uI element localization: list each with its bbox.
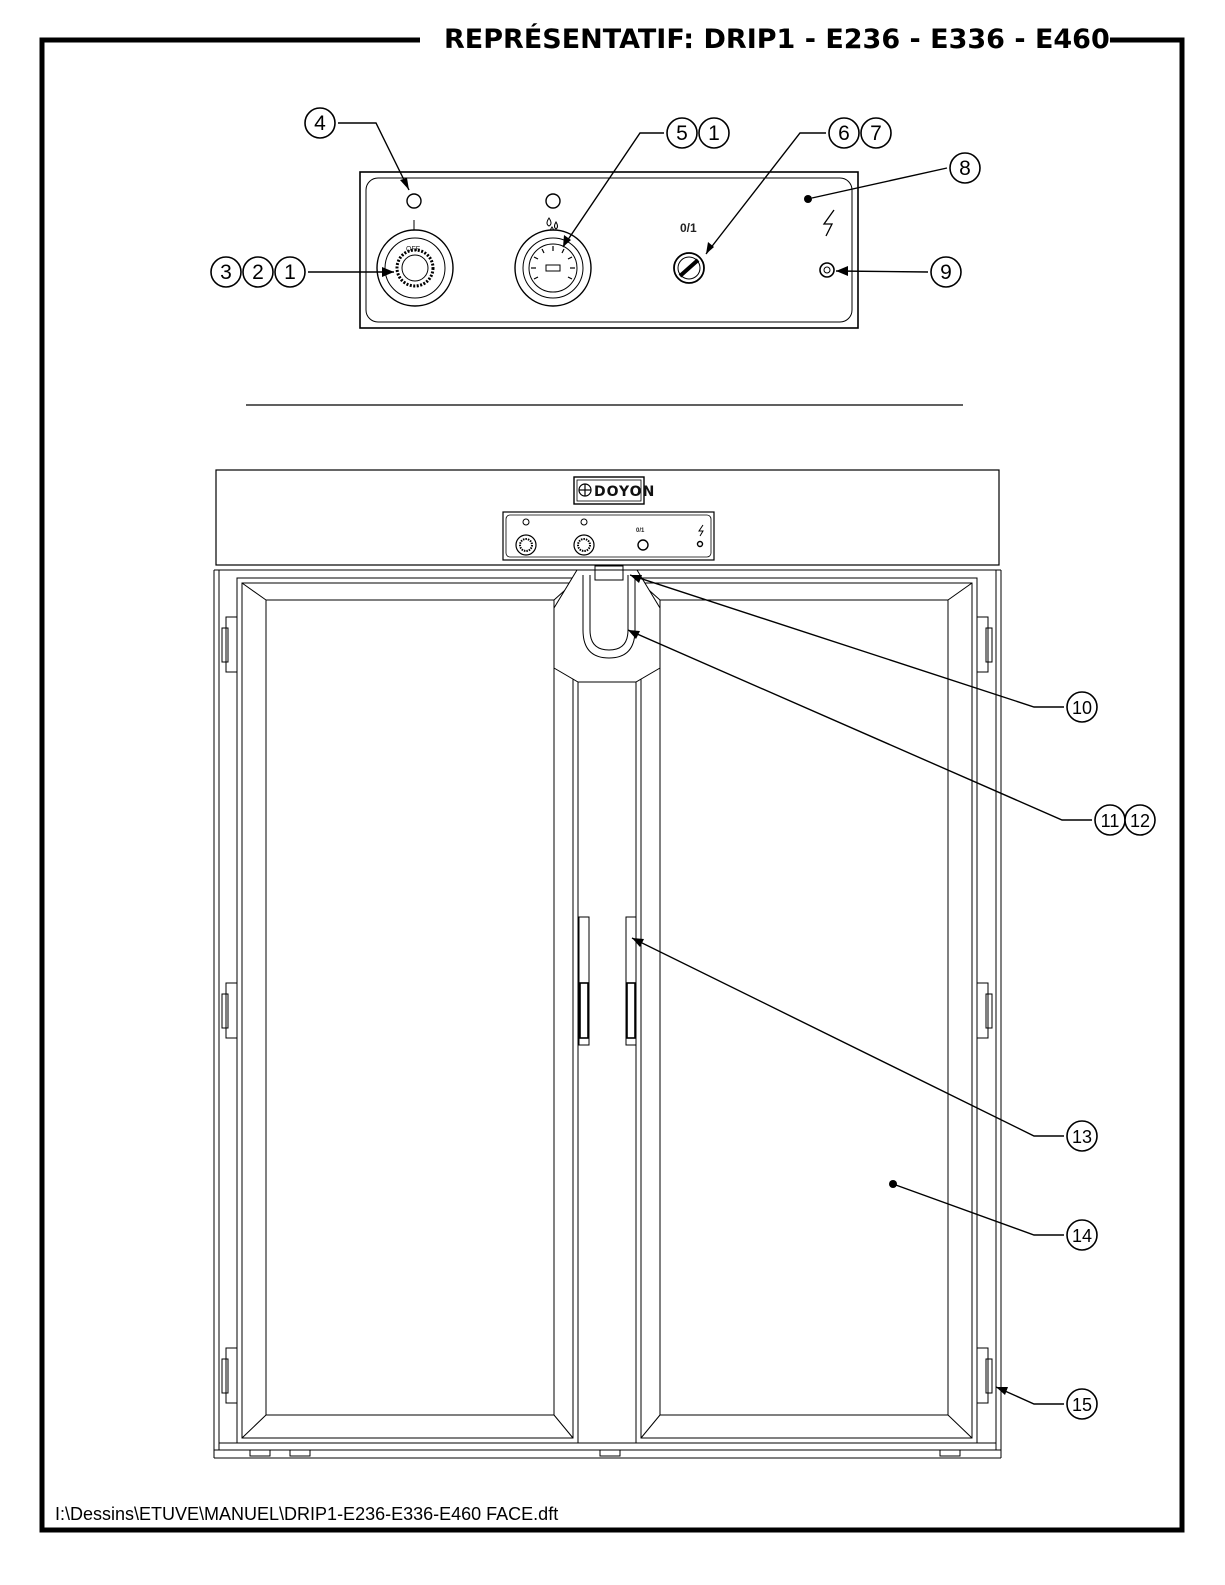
door-handles[interactable]: [579, 917, 636, 1045]
callout-3: 3: [220, 261, 232, 284]
left-door[interactable]: [237, 578, 578, 1443]
humidity-dial[interactable]: [515, 230, 591, 306]
hinges-right: [977, 617, 992, 1403]
callout-14: 14: [1072, 1226, 1092, 1246]
door-surface-marker: [889, 1180, 897, 1188]
switch-label: 0/1: [680, 221, 697, 235]
indicator-light-left: [407, 194, 421, 208]
callout-4: 4: [314, 112, 326, 135]
callout-2: 2: [252, 261, 264, 284]
data-plate-marker: [804, 195, 812, 203]
power-switch[interactable]: [674, 253, 704, 283]
water-reservoir: [554, 566, 660, 682]
temperature-dial[interactable]: OFF: [377, 230, 453, 306]
callout-1b: 1: [708, 122, 720, 145]
callout-9: 9: [940, 261, 952, 284]
callout-12: 12: [1130, 811, 1150, 831]
mini-switch-label: 0/1: [636, 528, 645, 534]
callout-10: 10: [1072, 698, 1092, 718]
callout-6: 6: [838, 122, 850, 145]
arrowheads: [382, 178, 1008, 1395]
control-panel-detail: OFF 0/1: [360, 172, 858, 328]
indicator-light-center: [546, 194, 560, 208]
hinges-left: [222, 617, 237, 1403]
callout-7: 7: [870, 122, 882, 145]
callout-11: 11: [1101, 811, 1120, 831]
callout-15: 15: [1072, 1395, 1092, 1415]
brand-logo-text: DOYON: [594, 484, 655, 500]
dial-off-label: OFF: [406, 246, 420, 253]
file-path: I:\Dessins\ETUVE\MANUEL\DRIP1-E236-E336-…: [55, 1504, 558, 1524]
cabinet-front: [214, 470, 1001, 1458]
callout-13: 13: [1072, 1127, 1092, 1147]
brand-logo-icon: DOYON: [574, 477, 655, 504]
sheet-title: REPRÉSENTATIF: DRIP1 - E236 - E336 - E46…: [444, 23, 1110, 55]
callout-1a: 1: [284, 261, 296, 284]
callout-8: 8: [959, 157, 971, 180]
feet: [250, 1450, 960, 1456]
mini-control-panel: [503, 512, 714, 560]
reset-button[interactable]: [820, 263, 834, 277]
callout-5: 5: [676, 122, 688, 145]
